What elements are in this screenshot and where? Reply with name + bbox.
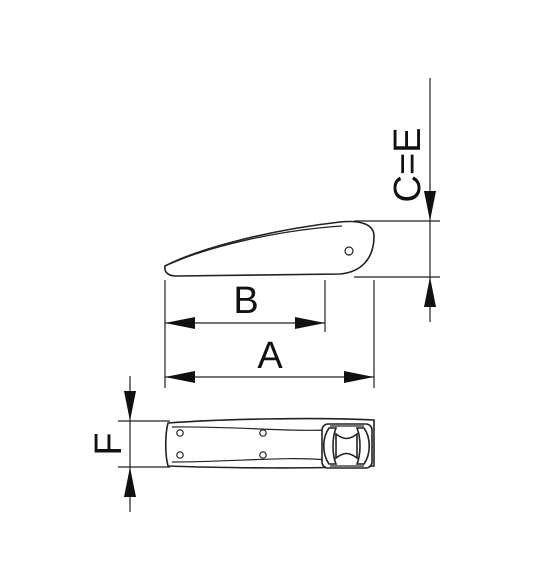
dimension-f: F [88,376,170,512]
dim-f-label: F [88,432,130,455]
top-view-plate-inner-top [171,426,327,432]
top-view-hole-3 [259,429,267,437]
side-view [164,220,375,277]
dimension-ce: C=E [354,78,440,322]
top-view-hole-1 [176,429,184,437]
top-view-hole-4 [259,451,267,459]
roller-right-flange [355,427,371,465]
dimension-a: A [165,280,375,388]
side-view-pin-hole [344,246,354,256]
top-view [164,417,375,469]
dim-a-label: A [257,335,283,377]
dim-b-arrow-left [165,317,195,329]
dim-b-label: B [233,280,258,322]
top-view-hole-2 [176,451,184,459]
dim-a-arrow-left [165,371,195,383]
roller-left-flange [322,427,338,465]
side-view-body [164,220,375,277]
side-view-inner-line [169,225,343,265]
dim-ce-arrow-top [424,191,436,221]
dimension-b: B [164,280,326,388]
roller-groove [335,432,358,460]
dim-f-arrow-top [124,391,136,421]
top-view-plate-inner-bottom [171,458,327,463]
dim-a-arrow-right [344,371,374,383]
roller-icon [321,423,373,469]
dim-ce-label: C=E [387,128,429,203]
dim-b-arrow-right [295,317,325,329]
dim-f-arrow-bottom [124,467,136,497]
dim-ce-arrow-bottom [424,277,436,307]
